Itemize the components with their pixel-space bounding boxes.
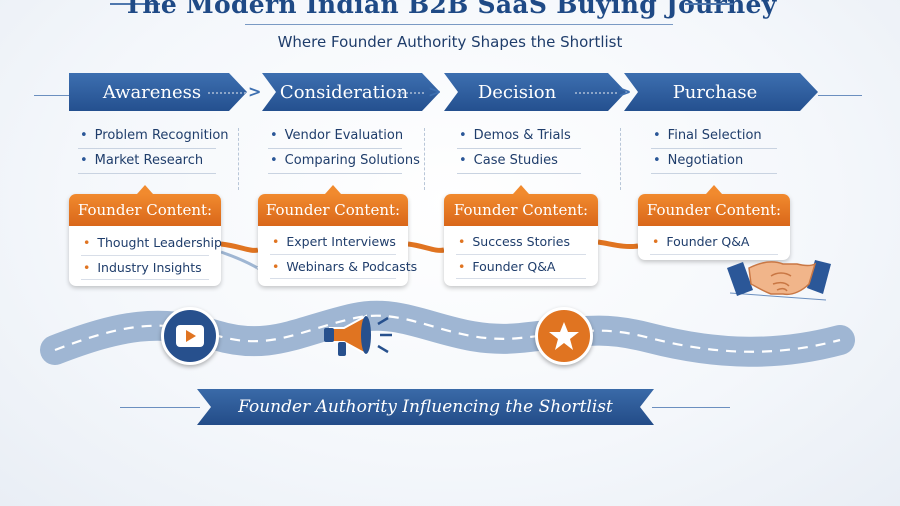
bullet-divider: [457, 173, 581, 174]
stage-bullet: •Final Selection: [653, 128, 762, 143]
founder-card-purchase: Founder Content: •Founder Q&A: [638, 185, 790, 260]
megaphone-icon: [322, 310, 400, 362]
founder-card-item: •Thought Leadership: [83, 235, 222, 250]
stage-connector-2: [394, 92, 424, 94]
item-divider: [270, 254, 396, 255]
stage-line-right: [818, 95, 862, 96]
shortlist-banner: Founder Authority Influencing the Shortl…: [197, 389, 654, 425]
stage-bullet: •Problem Recognition: [80, 128, 229, 143]
stage-bullet: •Market Research: [80, 153, 204, 168]
stage-connector-3: [575, 92, 617, 94]
bullet-divider: [268, 148, 402, 149]
bullet-divider: [268, 173, 402, 174]
founder-card-item: •Webinars & Podcasts: [272, 259, 418, 274]
banner-rule-left: [120, 407, 200, 408]
stage-consideration: Consideration: [262, 73, 440, 111]
card-connector: [407, 241, 445, 253]
stage-connector-1: [208, 92, 246, 94]
star-icon: [535, 307, 593, 365]
stage-bullet: •Negotiation: [653, 153, 744, 168]
stage-bullet: •Case Studies: [459, 153, 558, 168]
column-divider: [424, 128, 425, 190]
subtitle-rule: [245, 24, 673, 25]
stage-label: Purchase: [672, 81, 758, 103]
item-divider: [81, 279, 209, 280]
stage-label: Awareness: [102, 81, 202, 103]
founder-card-item: •Founder Q&A: [652, 234, 750, 249]
item-divider: [81, 255, 209, 256]
founder-card-item: •Success Stories: [458, 234, 570, 249]
founder-card-header: Founder Content:: [444, 185, 598, 226]
banner-text: Founder Authority Influencing the Shortl…: [238, 397, 613, 417]
handshake-underline: [729, 292, 827, 301]
bullet-divider: [651, 148, 777, 149]
page-title: The Modern Indian B2B SaaS Buying Journe…: [123, 0, 777, 19]
chevron-right-icon: >: [428, 82, 442, 101]
item-divider: [270, 278, 396, 279]
founder-card-item: •Expert Interviews: [272, 234, 396, 249]
bullet-divider: [651, 173, 777, 174]
stage-awareness: Awareness: [69, 73, 247, 111]
founder-card-header: Founder Content:: [69, 185, 221, 226]
column-divider: [238, 128, 239, 190]
title-rule-right: [685, 3, 733, 5]
column-divider: [620, 128, 621, 190]
item-divider: [456, 254, 586, 255]
founder-card-header: Founder Content:: [258, 185, 408, 226]
stage-bullet: •Demos & Trials: [459, 128, 571, 143]
item-divider: [650, 254, 778, 255]
stage-purchase: Purchase: [624, 73, 818, 111]
founder-card-awareness: Founder Content: •Thought Leadership •In…: [69, 185, 222, 286]
stage-line-left: [34, 95, 74, 96]
bullet-divider: [457, 148, 581, 149]
title-rule-left: [110, 3, 160, 5]
founder-card-header: Founder Content:: [638, 185, 790, 226]
card-connector: [220, 241, 259, 253]
card-connector: [597, 239, 639, 249]
founder-card-item: •Founder Q&A: [458, 259, 556, 274]
bullet-divider: [78, 173, 216, 174]
bullet-divider: [78, 148, 216, 149]
founder-card-consideration: Founder Content: •Expert Interviews •Web…: [258, 185, 417, 286]
stage-label: Consideration: [279, 81, 409, 103]
founder-card-decision: Founder Content: •Success Stories •Found…: [444, 185, 598, 286]
card-connector-shadow: [220, 250, 260, 270]
handshake-icon: [727, 254, 831, 300]
banner-rule-right: [652, 407, 730, 408]
chevron-right-icon: >: [248, 82, 262, 101]
item-divider: [456, 278, 586, 279]
page-subtitle: Where Founder Authority Shapes the Short…: [277, 33, 623, 51]
stage-bullet: •Vendor Evaluation: [270, 128, 404, 143]
stage-bullet: •Comparing Solutions: [270, 153, 420, 168]
founder-card-item: •Industry Insights: [83, 260, 202, 275]
stage-label: Decision: [477, 81, 557, 103]
video-play-icon: [161, 307, 219, 365]
chevron-right-icon: >: [618, 82, 632, 101]
